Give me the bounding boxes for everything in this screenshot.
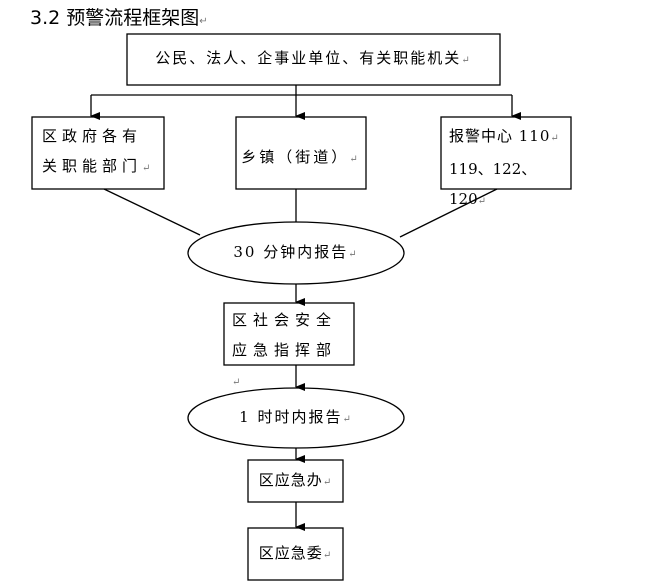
- depts-box: [31, 116, 165, 190]
- committee-node: 区应急委: [248, 528, 343, 580]
- source-box: [126, 33, 501, 86]
- command-label: 区社会安全应急指挥部: [232, 311, 337, 389]
- alarm-node: 报警中心 110 119、122、120: [449, 121, 573, 217]
- committee-box: [247, 527, 344, 581]
- committee-label: 区应急委: [259, 538, 332, 571]
- report-1h-label: 1 时时内报告: [239, 402, 353, 435]
- depts-label: 区政府各有关职能部门: [42, 127, 155, 175]
- line-depts-report: [103, 188, 201, 236]
- command-node: 区社会安全应急指挥部: [232, 305, 350, 398]
- section-title: 3.2 预警流程框架图: [30, 3, 208, 30]
- report-1h-node: 1 时时内报告: [188, 403, 404, 433]
- township-box: [235, 116, 367, 190]
- township-node: 乡镇（街道）: [236, 133, 366, 183]
- office-label: 区应急办: [259, 465, 332, 498]
- alarm-label-line1: 报警中心 110: [449, 121, 573, 154]
- alarm-label-line2: 119、122、120: [449, 154, 573, 217]
- depts-node: 区政府各有关职能部门: [42, 121, 160, 184]
- report-30min-node: 30 分钟内报告: [188, 238, 404, 268]
- report-30min-label: 30 分钟内报告: [233, 237, 358, 270]
- command-box: [223, 302, 355, 366]
- township-label: 乡镇（街道）: [241, 142, 360, 175]
- source-node: 公民、法人、企事业单位、有关职能机关: [127, 34, 500, 85]
- source-label: 公民、法人、企事业单位、有关职能机关: [155, 43, 471, 76]
- office-node: 区应急办: [248, 460, 343, 502]
